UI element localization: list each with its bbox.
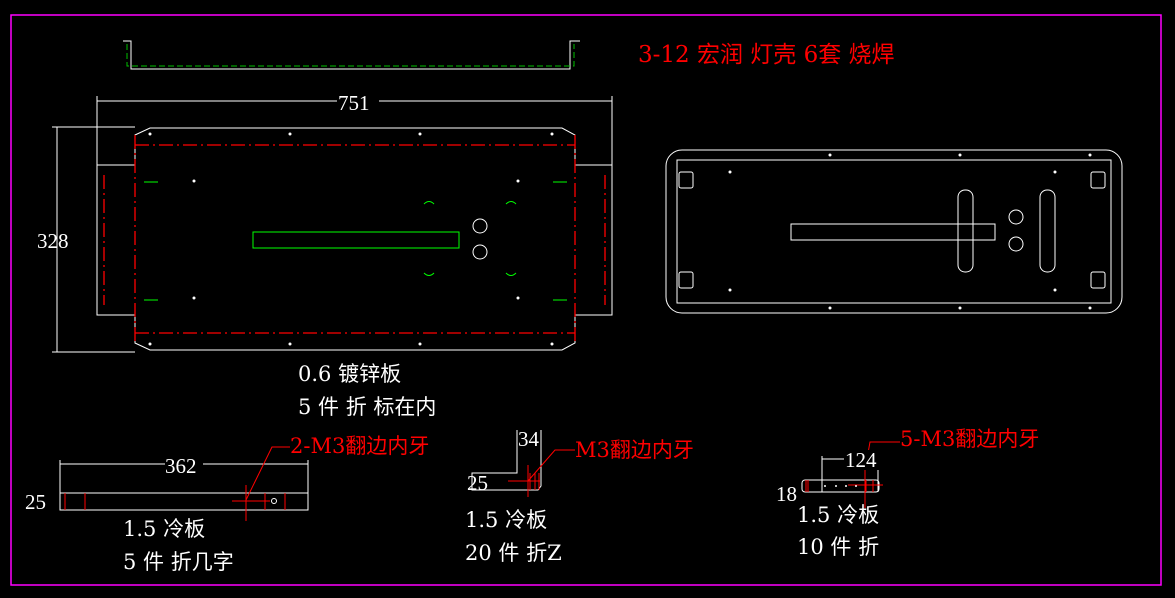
part-a-height-dim: 25 (25, 490, 46, 514)
part-c-length-dim: 124 (845, 448, 877, 472)
display-slot (252, 231, 460, 249)
assembled-view (665, 149, 1123, 314)
part-c-callout: 5-M3翻边内牙 (900, 427, 1039, 451)
part-a-material: 1.5 冷板 (123, 517, 205, 541)
part-b-callout: M3翻边内牙 (575, 438, 694, 462)
part-b-width-dim: 34 (518, 427, 540, 451)
dim-height-328: 328 (37, 229, 69, 253)
main-flat-pattern (52, 96, 613, 353)
main-material: 0.6 镀锌板 (298, 362, 401, 386)
main-note: 5 件 折 标在内 (298, 395, 436, 419)
part-a-length-dim: 362 (165, 454, 197, 478)
channel-profile (123, 40, 580, 70)
part-c-height-dim: 18 (776, 482, 797, 506)
part-b-profile (471, 430, 575, 497)
dim-width-751: 751 (338, 91, 370, 115)
part-a-note: 5 件 折几字 (123, 550, 234, 574)
drawing-border (10, 14, 1162, 586)
part-b-height-dim: 25 (467, 471, 488, 495)
drawing-title: 3-12 宏润 灯壳 6套 烧焊 (638, 42, 895, 68)
part-c-material: 1.5 冷板 (797, 503, 879, 527)
part-b-note: 20 件 折Z (465, 541, 562, 565)
part-b-material: 1.5 冷板 (465, 508, 547, 532)
part-c-profile (801, 441, 900, 508)
part-a-callout: 2-M3翻边内牙 (290, 434, 429, 458)
part-a-profile (59, 446, 309, 521)
part-c-note: 10 件 折 (797, 535, 879, 559)
